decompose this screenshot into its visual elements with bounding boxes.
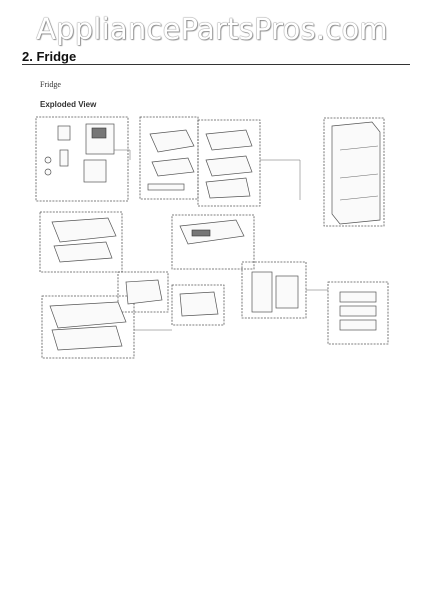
top-hinge-group [35,116,129,202]
ice-maker-group [241,261,307,319]
crisper-drawer-base [51,325,123,351]
leader-line-2 [260,159,301,200]
pantry-drawer-group [117,271,169,313]
door-bin-group [327,281,389,345]
screw-2 [44,168,52,176]
cabinet-shelf-line-1 [339,145,379,151]
shelf-glass-1 [149,129,195,153]
shelf-glass-5 [205,177,251,199]
cabinet-shelf-line-3 [339,195,379,201]
shelf-rail [147,183,185,191]
ice-maker-housing [251,271,273,313]
door-bin-1 [339,291,377,303]
control-panel-group [171,214,255,270]
hinge-body [91,127,107,139]
shelf-glass-3 [205,129,253,151]
shelf-glass-2 [151,157,195,177]
leader-line-1 [114,149,131,160]
door-bin-2 [339,305,377,317]
diagram-subtitle: Fridge [40,80,61,89]
exploded-view-label: Exploded View [40,100,97,109]
crisper-drawer-group [41,295,135,359]
pantry-drawer [125,279,163,305]
deli-drawer-group [171,284,225,326]
ice-bucket [275,275,299,309]
deli-drawer [179,291,219,317]
crisper-drawer [49,301,127,329]
hinge-plate [83,159,107,183]
middle-shelf-group [197,119,261,207]
crisper-cover [51,217,117,243]
control-chip [191,229,211,237]
site-watermark: AppliancePartsPros.com [36,12,388,46]
door-stopper [59,149,69,167]
title-rule [22,64,410,65]
crisper-cover-frame [53,241,113,263]
control-board [179,219,245,245]
cabinet-shelf-line-2 [339,173,379,179]
section-title: 2. Fridge [22,49,77,64]
door-bin-3 [339,319,377,331]
fridge-cabinet [331,121,381,225]
hinge-bracket [57,125,71,141]
shelf-glass-4 [205,155,253,177]
upper-shelf-group [139,116,199,200]
crisper-cover-group [39,211,123,273]
cabinet-group [323,117,385,227]
screw-1 [44,156,52,164]
